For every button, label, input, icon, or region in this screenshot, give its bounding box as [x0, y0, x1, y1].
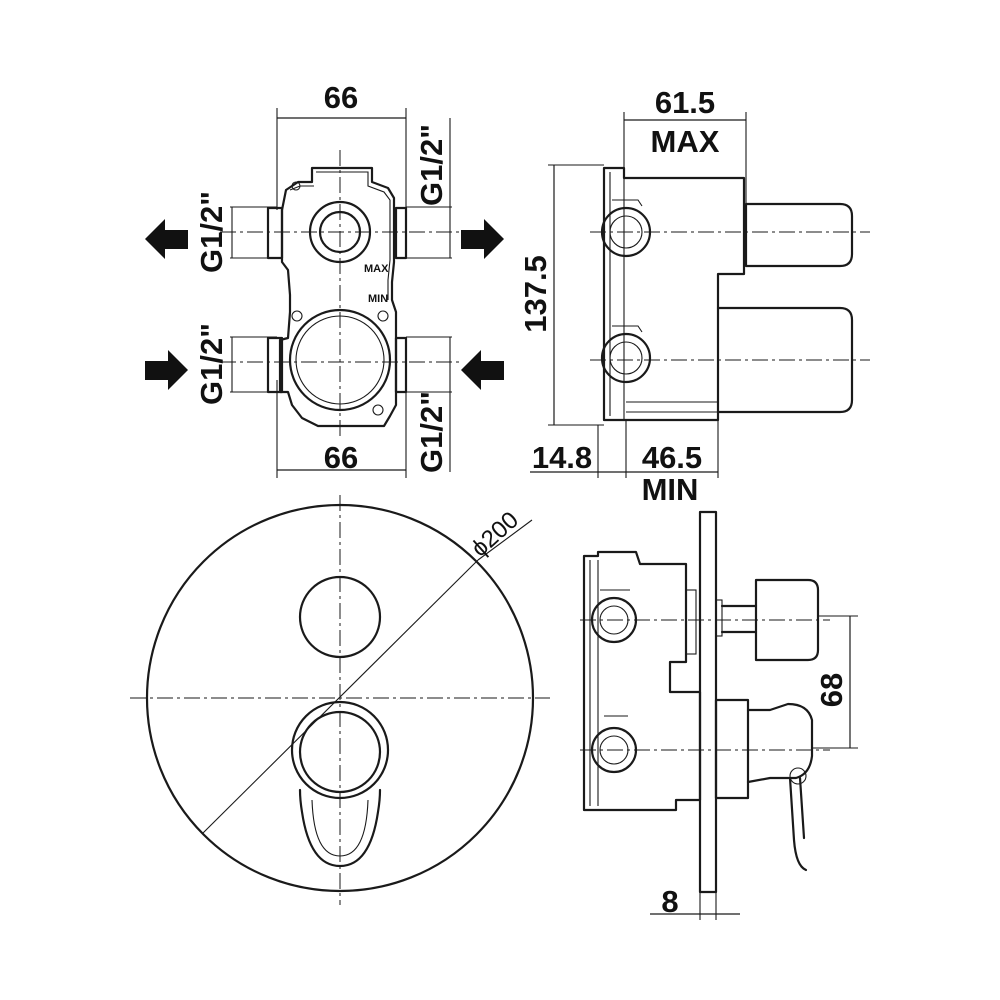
body-front-view: MAX MIN — [220, 108, 460, 478]
plate-front-view — [130, 495, 550, 905]
outlet-arrow-right-icon — [461, 219, 504, 259]
inlet-arrow-left-icon — [145, 350, 188, 390]
dim-thread-bottom-left: G1/2" — [194, 323, 229, 405]
body-min-label: MIN — [368, 293, 388, 305]
dim-thread-bottom-right: G1/2" — [414, 391, 449, 473]
assembly-side-view — [580, 510, 858, 920]
flow-arrows — [145, 219, 504, 390]
dim-thread-top-right: G1/2" — [414, 124, 449, 206]
dim-thread-top-left: G1/2" — [194, 191, 229, 273]
dim-depth-min-label: MIN — [642, 472, 699, 507]
body-side-view — [530, 112, 870, 478]
dim-plate-thickness: 8 — [661, 884, 678, 919]
body-max-label: MAX — [364, 263, 389, 275]
dim-axis-distance: 68 — [814, 673, 849, 707]
dim-bottom-width: 66 — [324, 440, 358, 475]
dim-height: 137.5 — [518, 255, 553, 333]
dim-depth-max: 61.5 — [655, 85, 715, 120]
outlet-arrow-left-icon — [145, 219, 188, 259]
dim-plate-diameter: ϕ200 — [466, 506, 524, 562]
dim-depth-min: 46.5 — [642, 440, 702, 475]
dim-depth-max-label: MAX — [651, 124, 720, 159]
dim-top-width: 66 — [324, 80, 358, 115]
inlet-arrow-right-icon — [461, 350, 504, 390]
dim-offset: 14.8 — [532, 440, 592, 475]
